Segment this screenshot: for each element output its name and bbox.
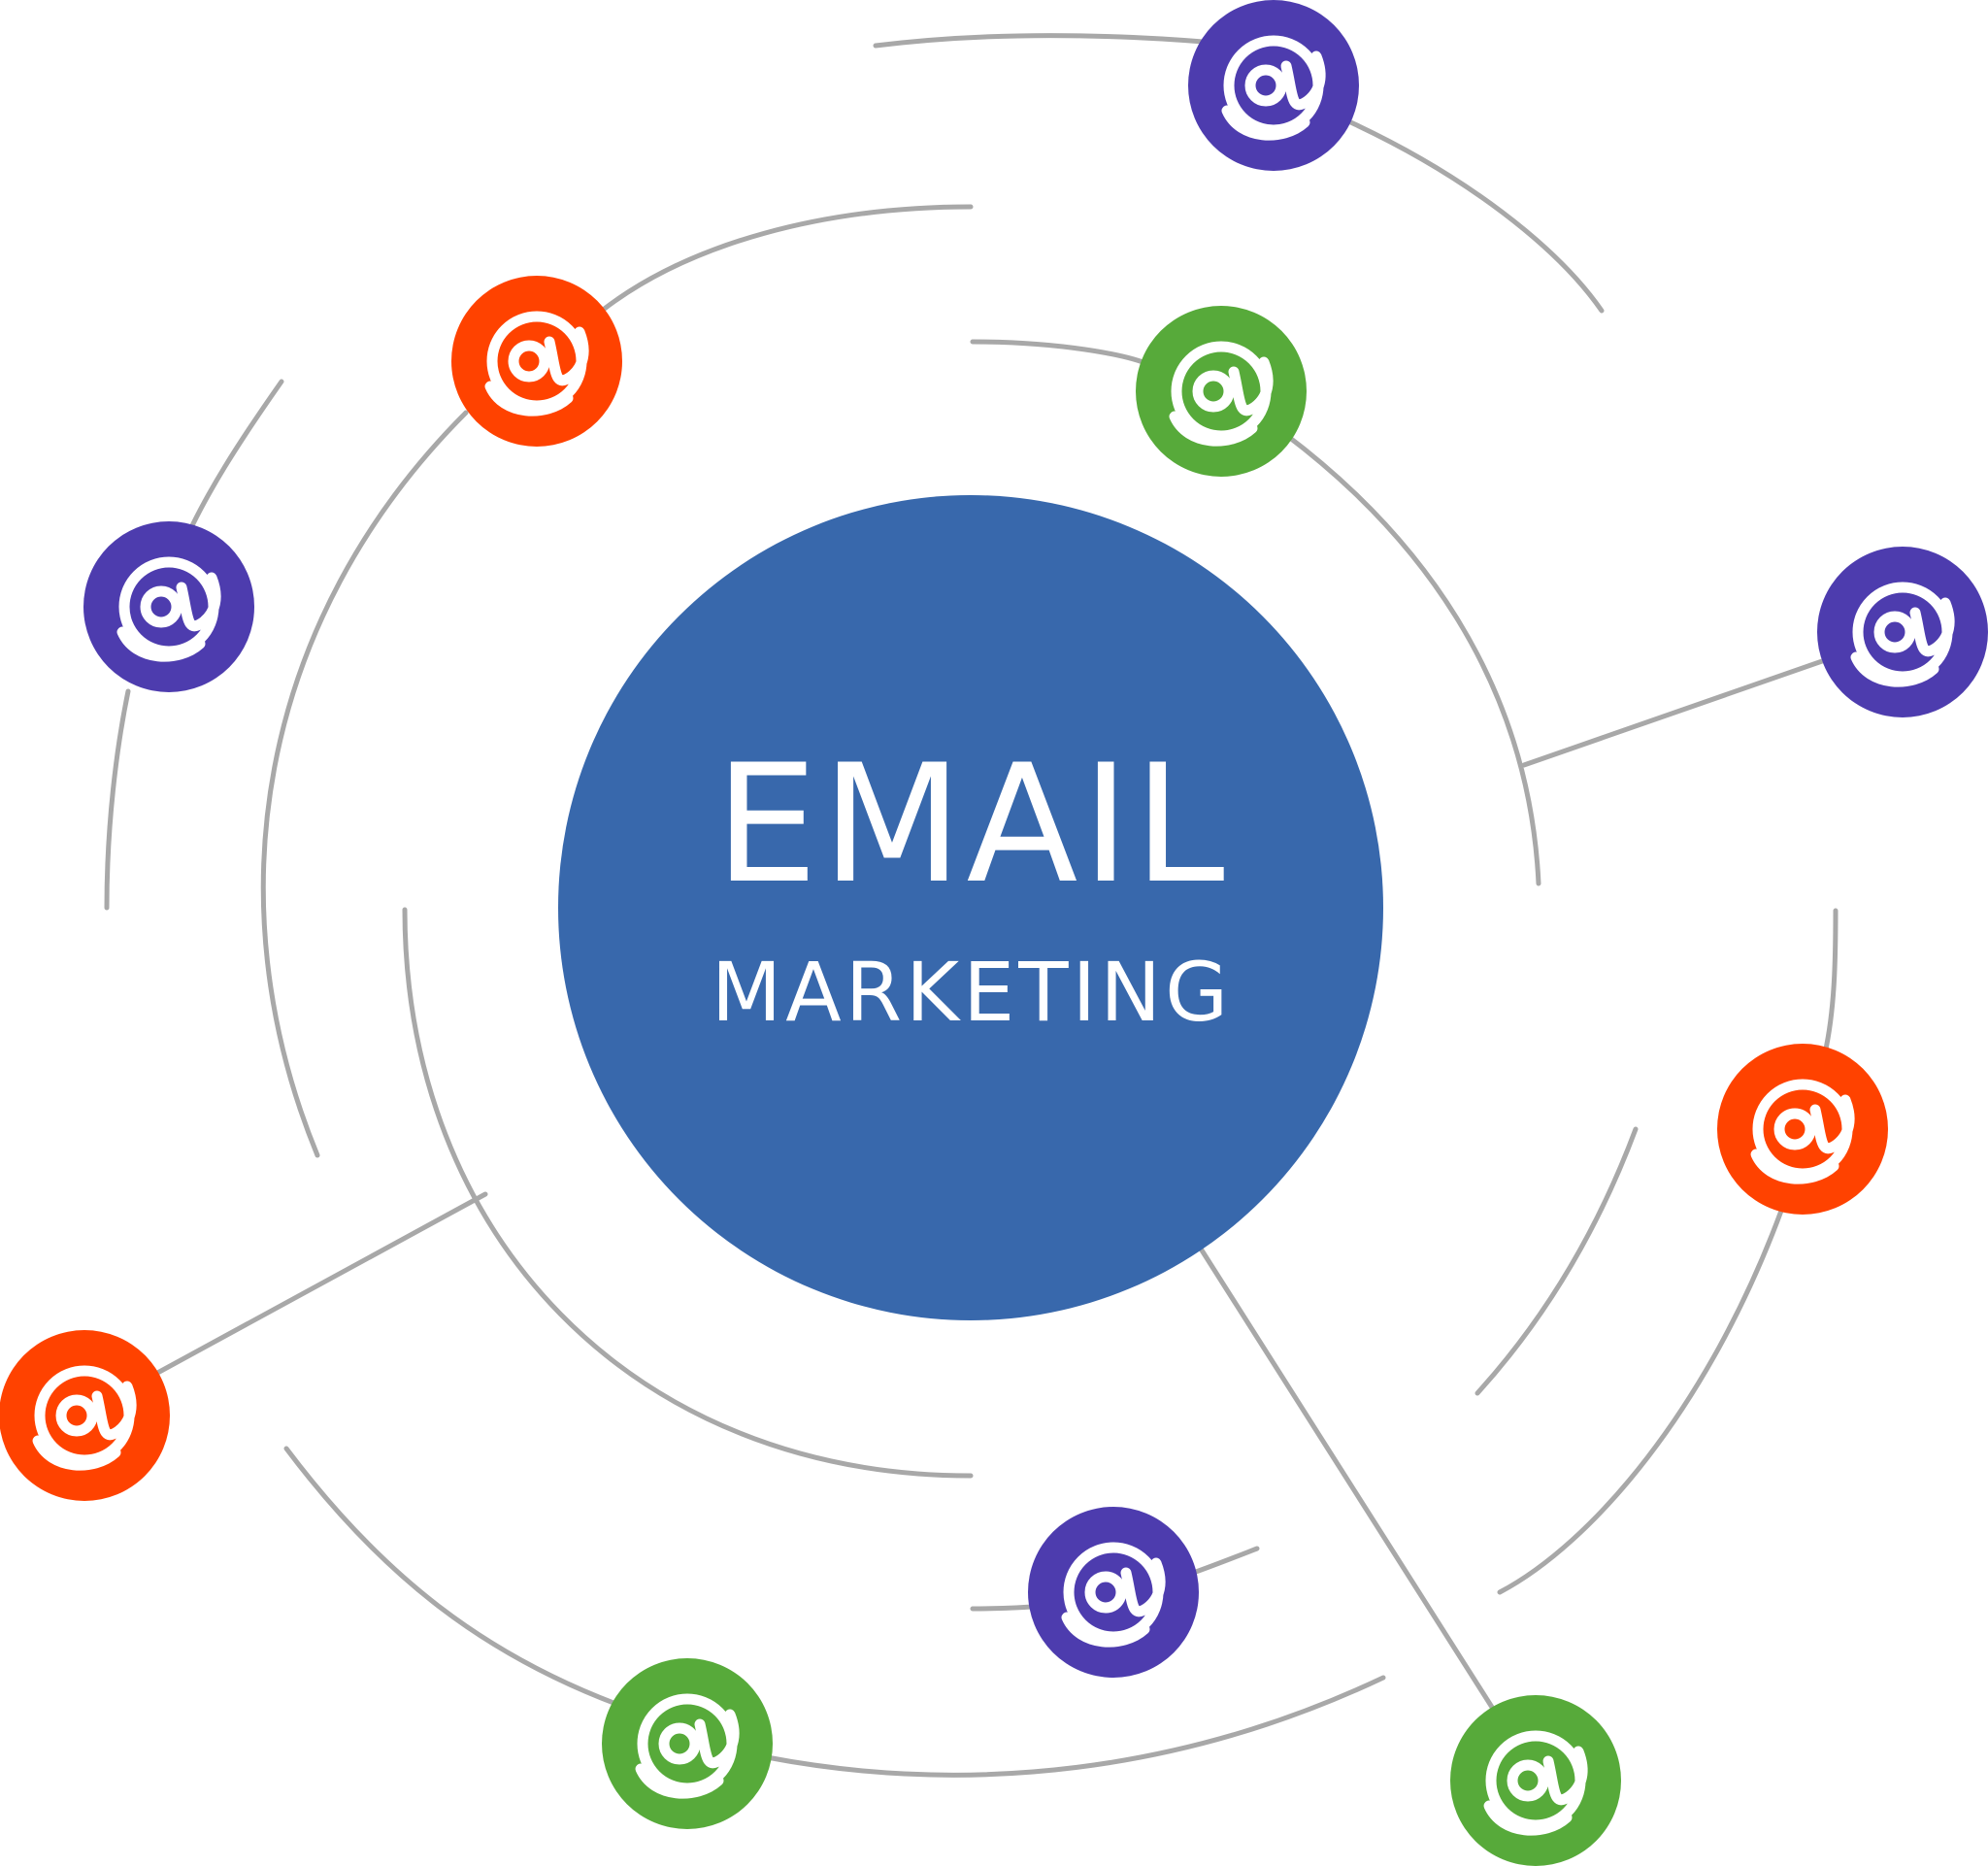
outer-arc-bottom-left [283, 1446, 624, 1709]
inner-arc-top-right [970, 339, 1153, 368]
node-bottom-purple [1028, 1507, 1199, 1678]
spoke-right-purple [1521, 657, 1828, 768]
node-upper-left-orange [451, 276, 622, 447]
node-right-purple [1817, 547, 1988, 717]
node-top [1188, 0, 1359, 171]
mid-arc-left [260, 410, 469, 1158]
node-bottom-right-green [1450, 1695, 1621, 1866]
outer-arc-left [104, 688, 131, 911]
spoke-bottom-right [1196, 1243, 1496, 1712]
spoke-left-orange [148, 1191, 488, 1380]
outer-arc-right [1822, 908, 1839, 1056]
outer-arc-bottom [764, 1675, 1386, 1778]
connection-lines [104, 33, 1839, 1778]
inner-arc-right [1283, 432, 1541, 886]
node-left-purple [83, 521, 254, 692]
center-title: EMAIL [714, 729, 1229, 919]
node-bottom-green [602, 1658, 773, 1829]
outer-arc-right-lower [1497, 1208, 1784, 1595]
center-circle [558, 495, 1383, 1320]
mid-arc-right-lower [1474, 1126, 1639, 1396]
outer-arc-top-right [1342, 117, 1605, 314]
center-subtitle: MARKETING [711, 945, 1233, 1040]
node-upper-green [1136, 306, 1307, 477]
inner-arc-left [402, 907, 974, 1479]
node-right-orange [1717, 1044, 1888, 1215]
mid-arc-top-left [599, 204, 974, 314]
node-left-orange [0, 1330, 170, 1501]
